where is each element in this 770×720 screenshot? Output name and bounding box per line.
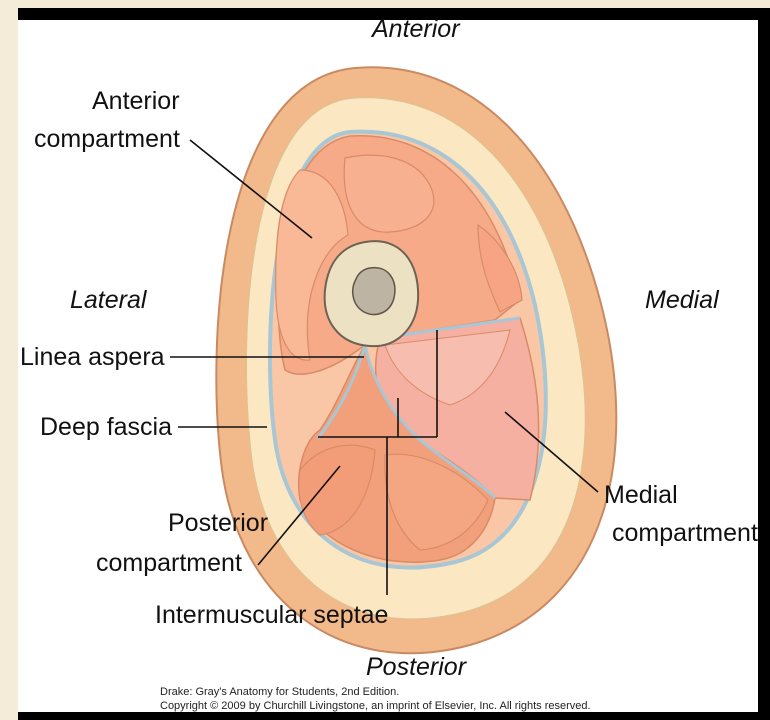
medial-direction-label: Medial <box>645 285 719 315</box>
lateral-direction-label: Lateral <box>70 285 146 315</box>
posterior-direction-label: Posterior <box>366 652 466 682</box>
linea-aspera-label: Linea aspera <box>20 342 165 372</box>
credit-line-2: Copyright © 2009 by Churchill Livingston… <box>160 700 591 713</box>
medial-compartment-label-line2: compartment <box>612 518 758 548</box>
intermuscular-septae-label: Intermuscular septae <box>155 600 388 630</box>
posterior-compartment-label-line2: compartment <box>96 548 242 578</box>
credit-line-1: Drake: Gray's Anatomy for Students, 2nd … <box>160 686 399 699</box>
anterior-compartment-label-line2: compartment <box>34 124 180 154</box>
anterior-direction-label: Anterior <box>372 14 460 44</box>
anterior-compartment-label-line1: Anterior <box>92 86 180 116</box>
deep-fascia-label: Deep fascia <box>40 412 172 442</box>
medial-compartment-label-line1: Medial <box>604 480 678 510</box>
posterior-compartment-label-line1: Posterior <box>168 508 268 538</box>
femur-marrow <box>353 268 395 315</box>
